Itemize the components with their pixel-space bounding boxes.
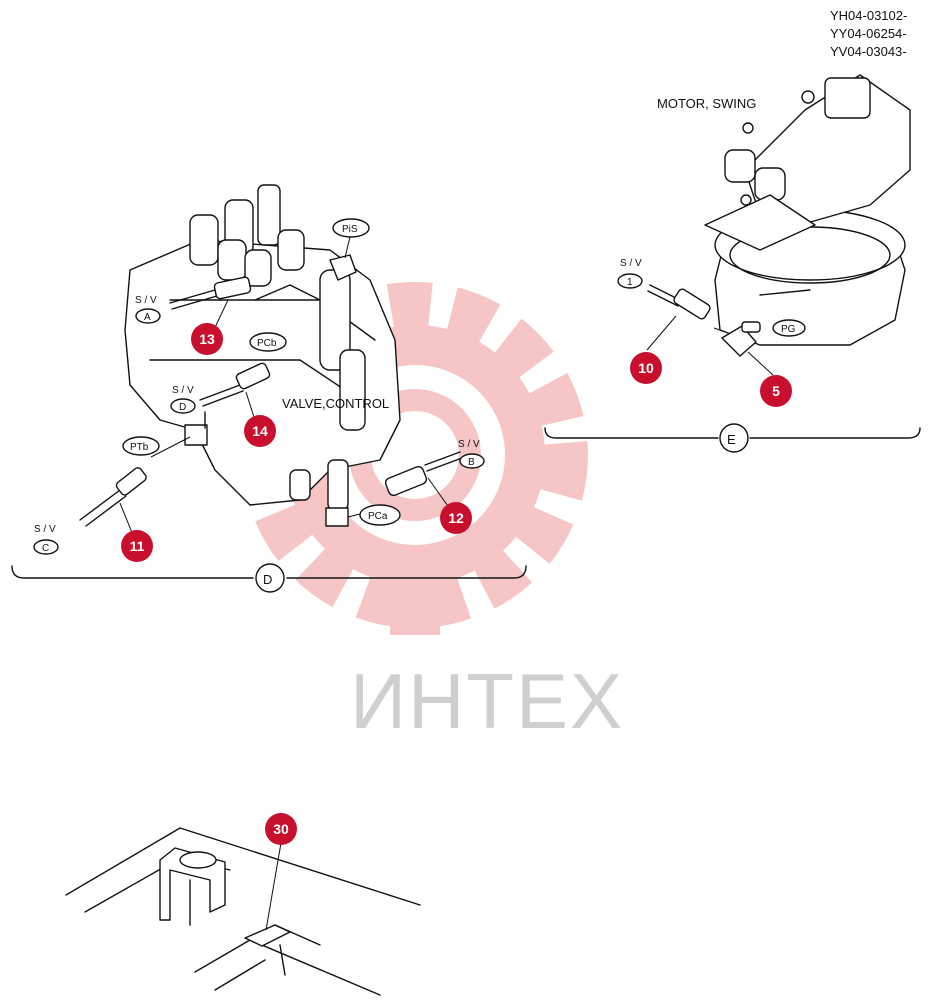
leader-line-30 <box>265 842 282 931</box>
svg-text:PTb: PTb <box>130 442 149 453</box>
callout-5: 5 <box>760 375 792 407</box>
svg-text:5: 5 <box>772 383 780 399</box>
hose-13 <box>169 276 252 310</box>
hose-14 <box>199 362 271 407</box>
model-code-3: YV04-03043- <box>830 44 907 59</box>
view-d-bracket: D <box>11 563 527 593</box>
svg-text:11: 11 <box>130 538 145 554</box>
svg-text:S / V: S / V <box>135 295 157 306</box>
swing-motor-drawing <box>704 74 911 346</box>
view-e-bracket: E <box>544 423 921 453</box>
svg-text:S / V: S / V <box>458 439 480 450</box>
sv-c-label: S / V C <box>33 524 59 555</box>
port-pg-label: PG <box>772 319 806 337</box>
svg-text:S / V: S / V <box>620 258 642 269</box>
svg-text:PiS: PiS <box>342 224 358 235</box>
view-d-label: D <box>263 572 272 587</box>
view-e-label: E <box>727 432 736 447</box>
sv-d-label: S / V D <box>170 385 196 414</box>
svg-text:PG: PG <box>781 324 796 335</box>
callout-14: 14 <box>244 415 276 447</box>
callout-30: 30 <box>265 813 297 845</box>
port-pca-label: PCa <box>359 504 401 526</box>
port-pis-label: PiS <box>332 218 370 238</box>
svg-text:13: 13 <box>199 331 215 347</box>
model-codes: YH04-03102- YY04-06254- YV04-03043- <box>830 8 907 59</box>
svg-text:S / V: S / V <box>34 524 56 535</box>
valve-control-label: VALVE,CONTROL <box>282 396 389 411</box>
svg-text:30: 30 <box>273 821 289 837</box>
callout-10: 10 <box>630 352 662 384</box>
model-code-2: YY04-06254- <box>830 26 907 41</box>
sv-b-label: S / V B <box>458 439 485 469</box>
motor-swing-label: MOTOR, SWING <box>657 96 756 111</box>
svg-text:14: 14 <box>252 423 268 439</box>
callout-11: 11 <box>121 530 153 562</box>
port-pcb-label: PCb <box>249 332 287 352</box>
svg-text:C: C <box>42 543 49 554</box>
callout-13: 13 <box>191 323 223 355</box>
svg-text:12: 12 <box>448 510 464 526</box>
watermark-text: ИНТЕХ <box>350 657 624 745</box>
svg-text:B: B <box>468 457 475 468</box>
svg-text:A: A <box>144 312 151 323</box>
fitting-5 <box>713 321 761 357</box>
model-code-1: YH04-03102- <box>830 8 907 23</box>
sv-a-label: S / V A <box>135 295 161 324</box>
hose-12 <box>384 451 463 497</box>
svg-text:PCa: PCa <box>368 511 388 522</box>
port-ptb-label: PTb <box>122 436 160 456</box>
callout-12: 12 <box>440 502 472 534</box>
svg-text:PCb: PCb <box>257 338 277 349</box>
svg-text:10: 10 <box>638 360 654 376</box>
sv-1-label: S / V 1 <box>617 258 643 289</box>
svg-text:S / V: S / V <box>172 385 194 396</box>
svg-text:1: 1 <box>627 277 633 288</box>
hose-10 <box>647 284 711 320</box>
leader-lines-e <box>646 315 774 376</box>
svg-text:D: D <box>179 402 186 413</box>
hose-11 <box>79 467 147 527</box>
frame-detail-drawing <box>65 827 421 996</box>
